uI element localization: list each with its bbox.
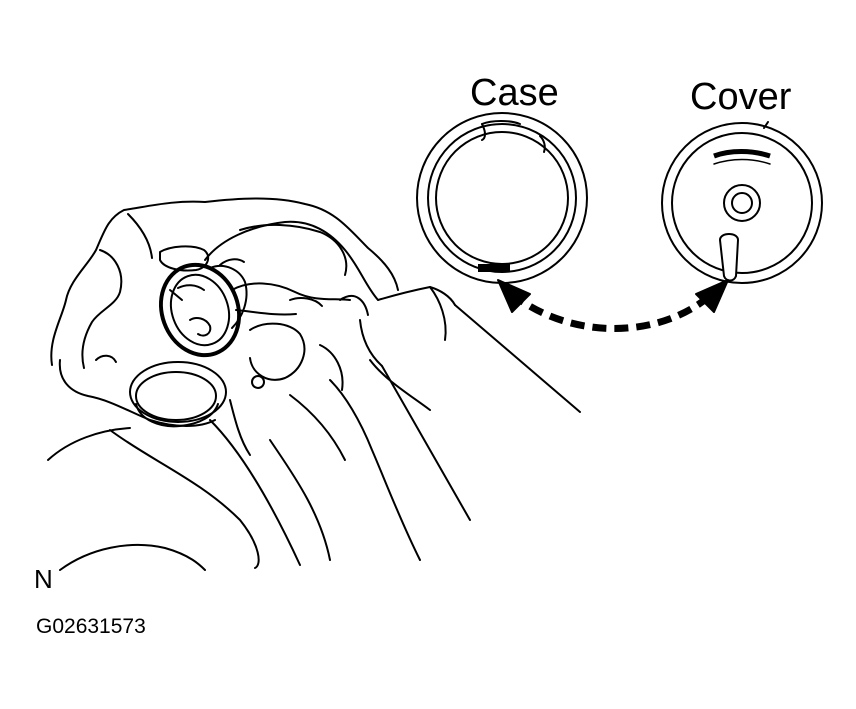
cover-part-detail (661, 121, 823, 284)
cover-label: Cover (690, 76, 792, 118)
transmission-case-illustration (47, 197, 421, 571)
view-label: N (34, 564, 53, 594)
case-ring-detail (416, 112, 588, 284)
hand-illustration (204, 220, 581, 521)
case-label: Case (470, 72, 559, 114)
cover-in-hand (158, 262, 242, 358)
arrowhead-right (695, 279, 729, 313)
alignment-arrow (497, 279, 729, 332)
arrowhead-left (497, 279, 531, 313)
figure-id: G02631573 (36, 615, 146, 638)
